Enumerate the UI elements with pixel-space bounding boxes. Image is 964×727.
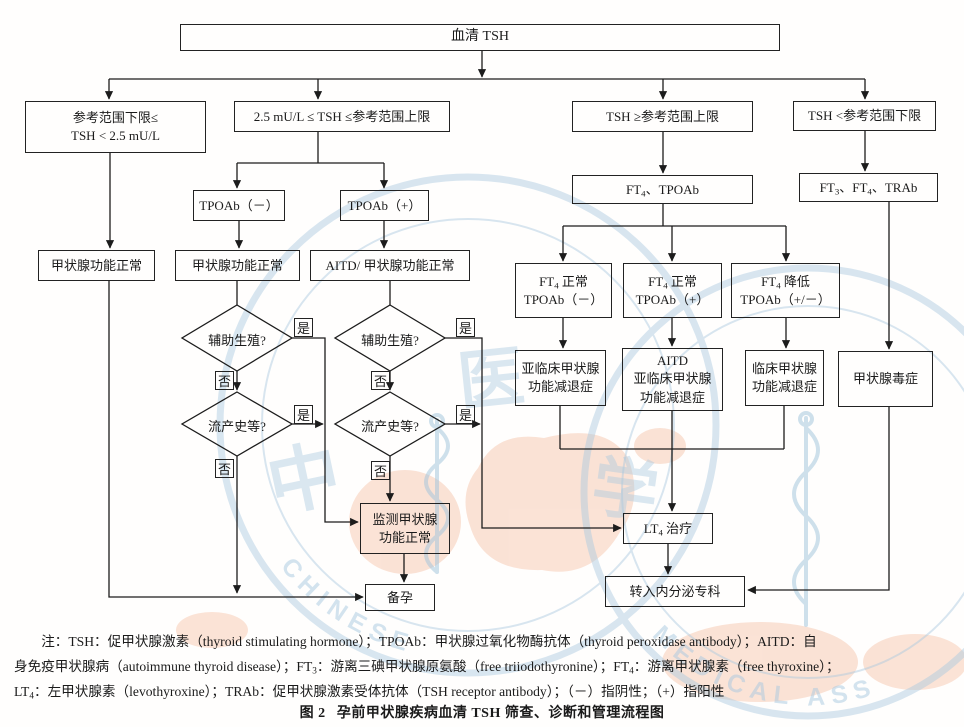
node-high-range: TSH ≥参考范围上限 — [572, 101, 753, 132]
label-no: 否 — [215, 459, 234, 478]
node-ft4-normal-tpoab-neg: FT4 正常 TPOAb（－） — [515, 263, 612, 318]
node-thyrotoxicosis: 甲状腺毒症 — [838, 351, 933, 407]
node-tpoab-positive: TPOAb（+） — [340, 190, 429, 221]
label-no: 否 — [371, 371, 390, 390]
node-below-range: TSH <参考范围下限 — [793, 101, 936, 131]
figure-note-line-1: 注：TSH：促甲状腺激素（thyroid stimulating hormone… — [41, 634, 817, 649]
figure-note-line-2: 身免疫甲状腺病（autoimmune thyroid disease）；FT3：… — [14, 659, 840, 676]
node-ft4-normal-tpoab-pos: FT4 正常 TPOAb（+） — [623, 263, 722, 318]
figure-notes: 注：TSH：促甲状腺激素（thyroid stimulating hormone… — [14, 629, 954, 704]
node-euthyroid-left: 甲状腺功能正常 — [38, 250, 155, 281]
label-yes: 是 — [456, 405, 475, 424]
node-lt4-treatment: LT4 治疗 — [623, 513, 713, 544]
decision-assisted-reproduction-left: 辅助生殖? — [208, 333, 266, 348]
label-no: 否 — [215, 371, 234, 390]
figure-caption: 图 2 孕前甲状腺疾病血清 TSH 筛查、诊断和管理流程图 — [0, 702, 964, 722]
decision-miscarriage-history-right: 流产史等? — [361, 419, 419, 434]
node-ft3-ft4-trab-test: FT3、FT4、TRAb — [799, 173, 938, 202]
label-yes: 是 — [294, 318, 313, 337]
node-mid-range: 2.5 mU/L ≤ TSH ≤参考范围上限 — [234, 101, 450, 132]
node-prepare-pregnancy: 备孕 — [365, 584, 435, 611]
node-serum-tsh: 血清 TSH — [180, 24, 780, 51]
svg-text:中: 中 — [261, 434, 348, 527]
figure-caption-number: 图 2 — [299, 706, 326, 721]
label-yes: 是 — [456, 318, 475, 337]
decision-miscarriage-history-left: 流产史等? — [208, 419, 266, 434]
node-overt-hypothyroidism: 临床甲状腺 功能减退症 — [745, 350, 824, 406]
node-ft4-tpoab-test: FT4、TPOAb — [572, 175, 753, 204]
node-refer-endocrinology: 转入内分泌专科 — [605, 576, 745, 607]
label-no: 否 — [371, 461, 390, 480]
node-subclinical-hypothyroidism: 亚临床甲状腺 功能减退症 — [515, 350, 606, 406]
node-euthyroid-mid: 甲状腺功能正常 — [175, 250, 300, 281]
node-tpoab-negative: TPOAb（－） — [193, 190, 285, 221]
node-aitd-subclinical-hypothyroidism: AITD 亚临床甲状腺 功能减退症 — [622, 348, 723, 411]
label-yes: 是 — [294, 405, 313, 424]
flow-arrows — [104, 51, 894, 602]
node-aitd-euthyroid: AITD/ 甲状腺功能正常 — [310, 250, 470, 281]
figure-note-line-3: LT4：左甲状腺素（levothyroxine）；TRAb：促甲状腺激素受体抗体… — [14, 684, 725, 701]
decision-assisted-reproduction-right: 辅助生殖? — [361, 333, 419, 348]
node-ft4-low: FT4 降低 TPOAb（+/－） — [731, 263, 840, 318]
node-monitor-thyroid-function: 监测甲状腺 功能正常 — [360, 503, 450, 554]
node-low-range: 参考范围下限≤ TSH < 2.5 mU/L — [25, 101, 206, 153]
figure-caption-title: 孕前甲状腺疾病血清 TSH 筛查、诊断和管理流程图 — [336, 706, 665, 721]
